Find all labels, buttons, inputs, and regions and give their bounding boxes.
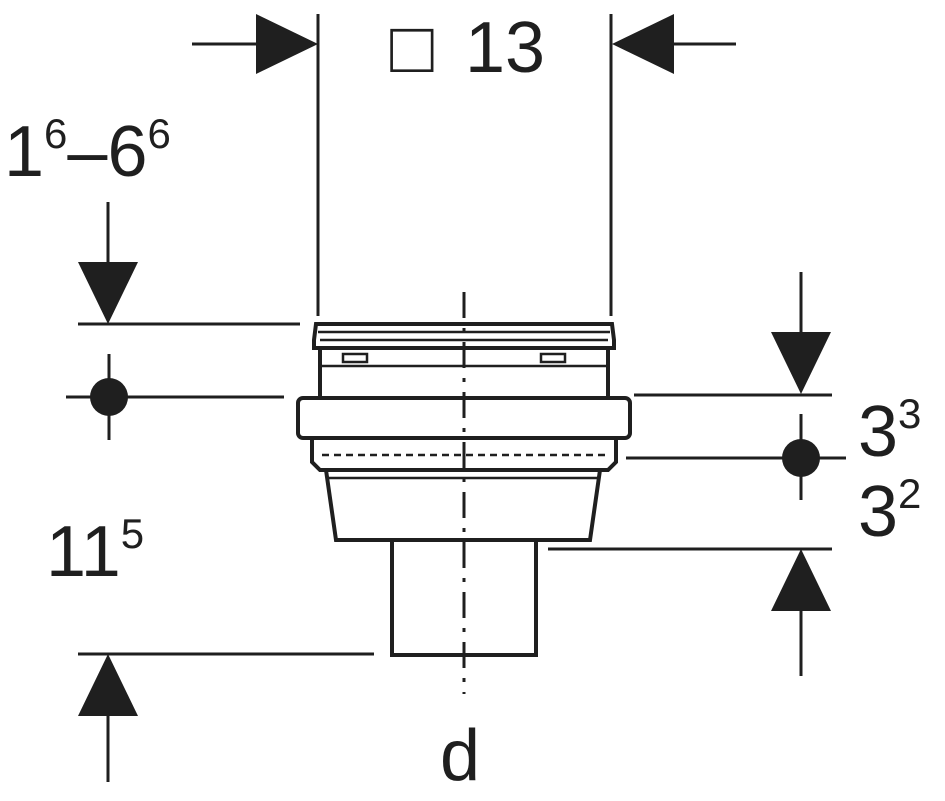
square-symbol: □ (390, 8, 434, 88)
right-datum-dot (782, 439, 820, 477)
total-height-arrow (78, 654, 138, 716)
top-width-value: 13 (465, 8, 545, 88)
clip-left (341, 352, 369, 364)
top-width-arrow-left (256, 14, 318, 74)
outlet-diameter-label: d (440, 716, 480, 796)
upper-offset-label: 33 (858, 390, 921, 472)
grate-frame (312, 322, 616, 350)
lower-offset-label: 32 (858, 470, 921, 552)
clip-right (539, 352, 567, 364)
drain-body (296, 292, 632, 694)
total-height-dimension: 115 (46, 510, 374, 782)
top-width-dimension: □ 13 (192, 8, 736, 316)
left-datum-dot (90, 378, 128, 416)
grating-range-dimension: 16–66 (4, 110, 300, 326)
left-datum (66, 354, 284, 440)
grating-range-label: 16–66 (4, 110, 171, 192)
lower-offset-arrow (771, 549, 831, 611)
total-height-label: 115 (46, 510, 144, 592)
top-width-arrow-right (612, 14, 674, 74)
upper-offset-arrow (771, 332, 831, 394)
grating-range-arrow (78, 262, 138, 324)
right-dimensions: 33 32 (548, 272, 921, 676)
